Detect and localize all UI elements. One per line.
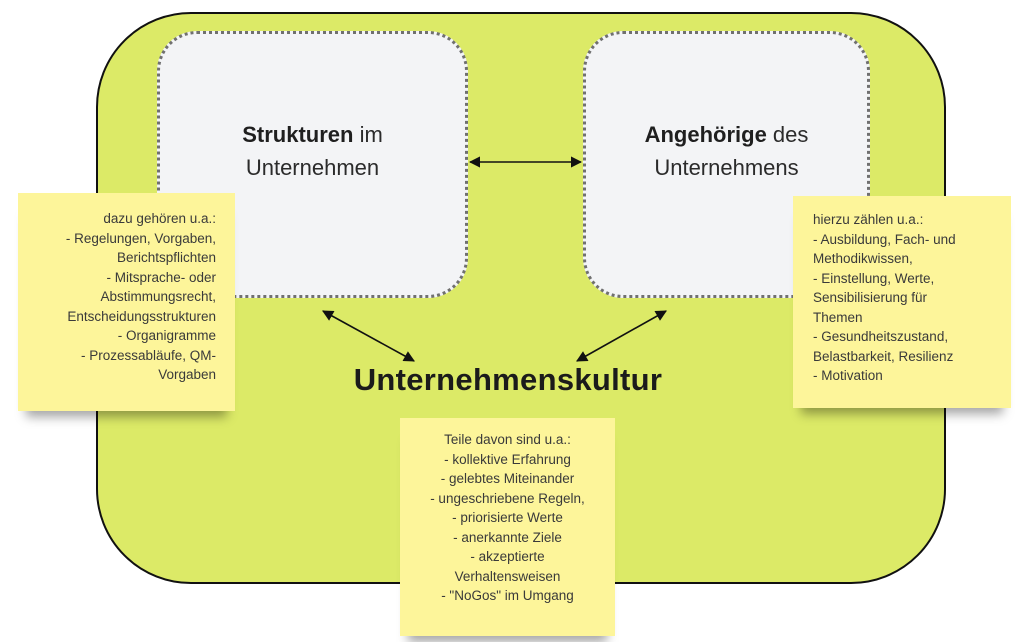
note-line: - ungeschriebene Regeln, bbox=[430, 490, 585, 506]
note-line: Vorgaben bbox=[158, 367, 216, 382]
members-box-bold: Angehörige bbox=[644, 121, 767, 147]
note-line: Belastbarkeit, Resilienz bbox=[813, 348, 954, 364]
culture-title: Unternehmenskultur bbox=[353, 362, 663, 397]
structures-box-line2: Unternehmen bbox=[245, 154, 380, 180]
note-line: Teile davon sind u.a.: bbox=[444, 432, 571, 447]
note-line: hierzu zählen u.a.: bbox=[813, 212, 924, 227]
note-line: Entscheidungsstrukturen bbox=[67, 308, 216, 324]
members-box-rest: des bbox=[766, 121, 809, 147]
sticky-note-members: hierzu zählen u.a.: - Ausbildung, Fach- … bbox=[793, 196, 1011, 408]
sticky-note-structures: dazu gehören u.a.: - Regelungen, Vorgabe… bbox=[18, 193, 235, 411]
note-line: - Prozessabläufe, QM- bbox=[80, 347, 216, 363]
arrow-members-culture bbox=[576, 310, 667, 362]
note-line: Sensibilisierung für bbox=[813, 290, 928, 305]
structures-box-bold: Strukturen bbox=[242, 121, 354, 147]
note-line: - gelebtes Miteinander bbox=[440, 471, 575, 486]
note-line: Themen bbox=[813, 309, 863, 325]
note-line: - kollektive Erfahrung bbox=[444, 451, 571, 467]
note-line: - Motivation bbox=[813, 368, 883, 383]
note-line: Methodikwissen, bbox=[813, 251, 913, 266]
note-line: - Gesundheitszustand, bbox=[813, 329, 949, 344]
note-line: Verhaltensweisen bbox=[454, 568, 561, 584]
note-line: - Einstellung, Werte, bbox=[813, 270, 935, 286]
members-box-line2: Unternehmens bbox=[654, 154, 799, 180]
note-line: - Regelungen, Vorgaben, bbox=[65, 230, 216, 246]
members-box: Angehörige des Unternehmens bbox=[583, 31, 870, 298]
note-line: Berichtspflichten bbox=[116, 250, 216, 265]
arrow-structures-culture bbox=[322, 310, 415, 362]
structures-box-rest: im bbox=[353, 121, 383, 147]
note-line: - "NoGos" im Umgang bbox=[441, 588, 574, 603]
note-line: - Mitsprache- oder bbox=[106, 269, 216, 285]
note-line: - anerkannte Ziele bbox=[453, 529, 562, 545]
note-line: - priorisierte Werte bbox=[452, 510, 563, 525]
note-line: - akzeptierte bbox=[470, 549, 545, 564]
note-line: - Ausbildung, Fach- und bbox=[813, 231, 956, 247]
sticky-note-culture: Teile davon sind u.a.: - kollektive Erfa… bbox=[400, 418, 615, 636]
note-line: Abstimmungsrecht, bbox=[100, 289, 216, 304]
note-line: - Organigramme bbox=[117, 328, 216, 343]
note-line: dazu gehören u.a.: bbox=[103, 211, 216, 226]
